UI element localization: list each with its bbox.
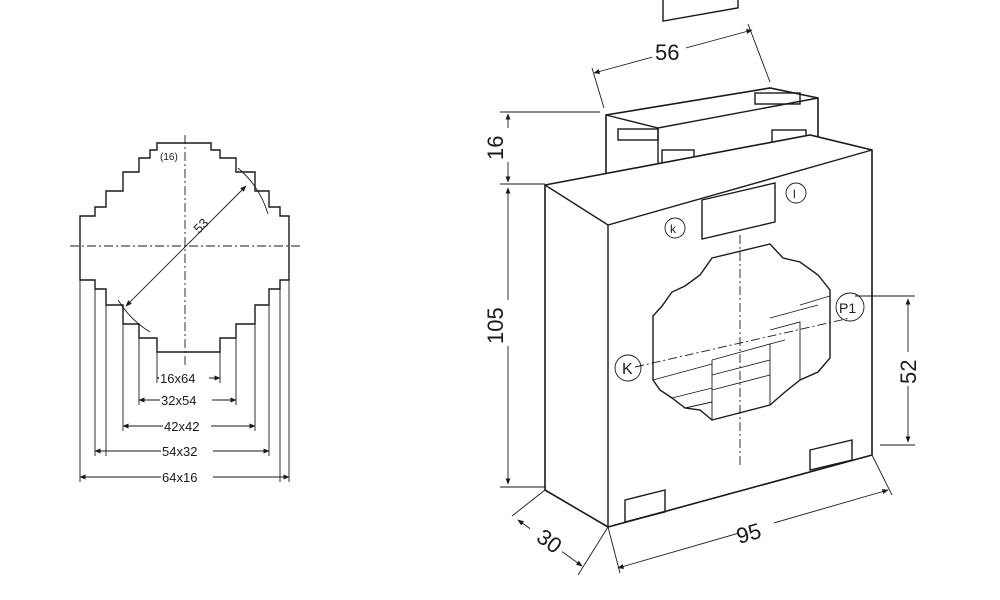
slot-label-32x54: 32x54: [161, 393, 196, 408]
diameter-line: [125, 185, 247, 307]
primary-p-label: P1: [839, 300, 856, 316]
transformer-view: k l K P1 56 16 105 52 30: [483, 0, 921, 576]
slot-label-42x42: 42x42: [164, 419, 199, 434]
circle-arc-bottom: [117, 299, 151, 333]
window-height-label: 52: [896, 360, 921, 384]
housing-outline: [544, 134, 873, 528]
ext-30-front: [577, 526, 609, 576]
ext-56-left: [591, 67, 605, 109]
ext-95-left: [607, 526, 621, 574]
height-label: 105: [483, 307, 508, 344]
aperture-view: 53 (16) 16x64 32x54 42x42 54x32 64x16: [70, 135, 300, 485]
terminal-window: [662, 0, 739, 22]
slot-label-64x16: 64x16: [162, 470, 197, 485]
primary-p-marker: [835, 292, 865, 322]
terminal-l-label: l: [793, 187, 796, 201]
terminal-k-label: k: [670, 222, 677, 236]
nameplate: [701, 182, 776, 240]
corner-label: (16): [160, 152, 178, 163]
terminal-l-marker: [785, 182, 807, 204]
ext-56-right: [747, 23, 771, 83]
ext-30-back: [511, 489, 546, 517]
ext-95-right: [871, 454, 893, 496]
top-width-label: 56: [655, 40, 679, 65]
terminal-k-marker: [664, 217, 686, 239]
slot-label-54x32: 54x32: [162, 444, 197, 459]
primary-k-label: K: [622, 361, 633, 378]
diameter-label: 53: [191, 215, 212, 236]
terminal-slot-left: [617, 128, 659, 141]
slot-label-16x64: 16x64: [160, 371, 195, 386]
window-horizontal-centerline: [634, 317, 851, 368]
circle-arc-top: [237, 167, 269, 215]
foot-right: [809, 439, 853, 471]
top-height-label: 16: [483, 136, 508, 160]
extension-lines: [79, 280, 290, 482]
window-steps: [652, 295, 831, 420]
terminal-slot-right: [754, 92, 801, 105]
primary-k-marker: [614, 354, 642, 382]
